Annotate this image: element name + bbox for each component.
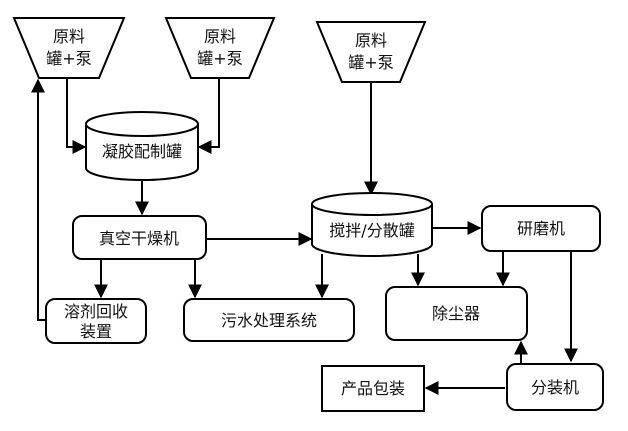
wastewater-treatment-system: 污水处理系统: [183, 298, 355, 342]
vacuum-dryer-label: 真空干燥机: [99, 229, 179, 248]
edges: [31, 78, 578, 395]
hopper-raw-material-3: 原料 罐+泵: [315, 21, 427, 83]
solvent-recovery-line1: 溶剂回收: [64, 302, 128, 321]
packer-label: 分装机: [531, 378, 579, 397]
hopper-raw-material-2: 原料 罐+泵: [164, 17, 276, 79]
packing-machine: 分装机: [506, 363, 604, 411]
dust-collector-label: 除尘器: [432, 304, 480, 323]
gel-preparation-tank: 凝胶配制罐: [85, 111, 199, 181]
dust-collector: 除尘器: [385, 286, 528, 341]
solvent-recovery-unit: 溶剂回收 装置: [45, 298, 147, 344]
vacuum-dryer: 真空干燥机: [72, 215, 207, 260]
hopper-2-line1: 原料: [204, 27, 236, 46]
hopper-3-line2: 罐+泵: [348, 53, 393, 72]
mixing-dispersing-tank: 搅拌/分散罐: [311, 192, 433, 257]
edge-hopper2-to-gel-tank: [197, 78, 220, 154]
edge-solvent-recovery-to-hopper1: [31, 78, 46, 321]
hopper-3-line1: 原料: [355, 31, 387, 50]
edge-hopper1-to-gel-tank: [66, 78, 87, 154]
grinder: 研磨机: [481, 205, 601, 252]
hopper-1-line1: 原料: [53, 27, 85, 46]
mixing-tank-label: 搅拌/分散罐: [329, 221, 414, 240]
solvent-recovery-line2: 装置: [80, 322, 112, 341]
hopper-2-line2: 罐+泵: [197, 49, 242, 68]
hopper-1-line2: 罐+泵: [46, 49, 91, 68]
product-packaging: 产品包装: [321, 365, 425, 412]
hopper-raw-material-1: 原料 罐+泵: [12, 17, 126, 79]
grinder-label: 研磨机: [517, 219, 565, 238]
wastewater-label: 污水处理系统: [221, 311, 317, 330]
gel-tank-label: 凝胶配制罐: [102, 142, 182, 161]
product-packaging-label: 产品包装: [341, 379, 405, 398]
